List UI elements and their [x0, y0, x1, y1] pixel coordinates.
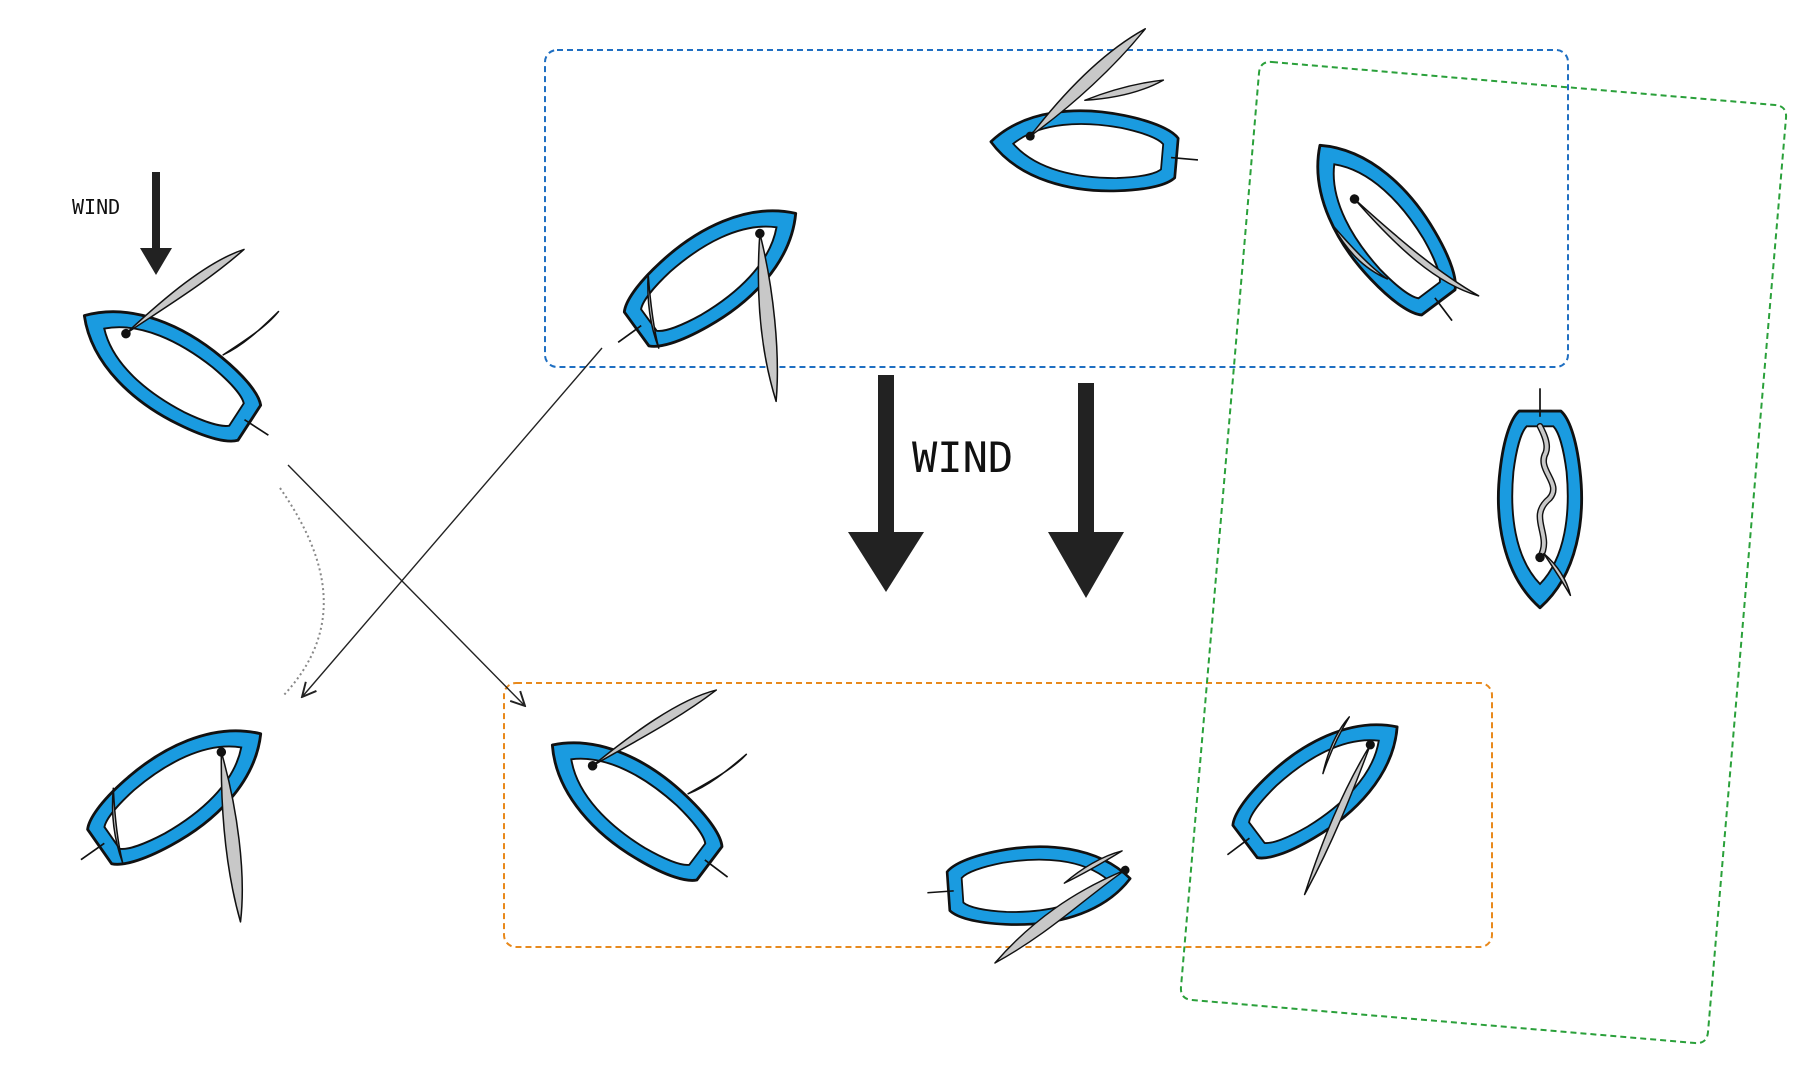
wind-label-large: WIND: [912, 433, 1013, 482]
wind-arrow-large-left: [848, 375, 924, 592]
boat-downwind-1: [525, 689, 755, 912]
connector-arrow-to-downwind: [287, 464, 525, 706]
wind-arrow-large-right: [1048, 383, 1124, 598]
boat-upwind-2: [986, 28, 1203, 201]
connector-arrow-to-left-boat: [302, 347, 603, 697]
boat-upwind-3: [1285, 118, 1487, 348]
boat-downwind-3: [1201, 693, 1423, 896]
boat-downwind-2: [923, 838, 1135, 964]
group-box-downwind: [503, 682, 1493, 948]
wind-arrow-small: [140, 172, 172, 275]
group-box-upwind: [544, 49, 1569, 368]
wind-label-small: WIND: [72, 195, 120, 219]
boat-left-top: [60, 248, 293, 472]
connector-dotted-path: [279, 487, 325, 697]
group-box-rotated: [1179, 60, 1788, 1045]
boat-upwind-1: [592, 178, 822, 403]
boat-left-bottom: [55, 698, 286, 923]
boat-head-to-wind: [1496, 386, 1584, 610]
